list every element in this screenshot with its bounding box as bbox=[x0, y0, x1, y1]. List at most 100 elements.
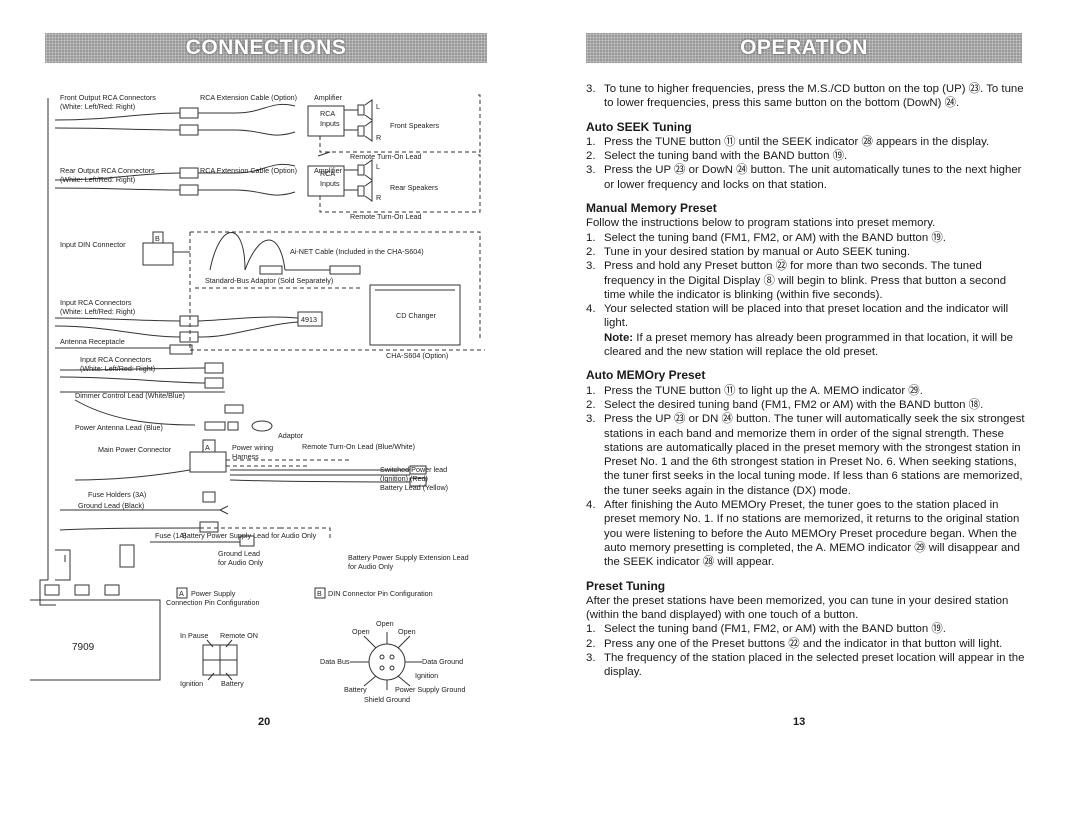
rca-ext-2-label: RCA Extension Cable (Option) bbox=[200, 166, 297, 175]
list-item: 2.Select the desired tuning band (FM1, F… bbox=[586, 398, 984, 411]
input-din-label: Input DIN Connector bbox=[60, 240, 126, 249]
input-rca-label: Input RCA Connectors bbox=[60, 298, 132, 307]
intro-item: 3. To tune to higher frequencies, press … bbox=[586, 83, 1024, 110]
list-item: 2.Select the tuning band with the BAND b… bbox=[586, 150, 848, 163]
list-item: 2.Tune in your desired station by manual… bbox=[586, 245, 911, 258]
rca-inputs-1b: Inputs bbox=[320, 119, 340, 128]
b-din-label: DIN Connector Pin Configuration bbox=[328, 589, 433, 598]
ground-lead-audio-2: for Audio Only bbox=[218, 558, 264, 567]
front-output-label: Front Output RCA Connectors bbox=[60, 93, 156, 102]
rear-output-sub: (White: Left/Red: Right) bbox=[60, 175, 135, 184]
operation-text: 3. To tune to higher frequencies, press … bbox=[586, 82, 1026, 680]
list-item: 3.The frequency of the station placed in… bbox=[586, 651, 1025, 679]
l-2: L bbox=[376, 162, 380, 171]
cd-changer-label: CD Changer bbox=[396, 311, 437, 320]
r-2: R bbox=[376, 193, 381, 202]
model-7909-label: 7909 bbox=[72, 642, 95, 653]
open-top-label: Open bbox=[376, 619, 394, 628]
ground-lead-label: Ground Lead (Black) bbox=[78, 501, 144, 510]
note-label: Note: bbox=[604, 331, 634, 344]
data-bus-label: Data Bus bbox=[320, 657, 350, 666]
rear-speakers-label: Rear Speakers bbox=[390, 183, 438, 192]
list-item: 3.Press and hold any Preset button ㉒ for… bbox=[586, 260, 1007, 301]
list-item: 1.Select the tuning band (FM1, FM2, or A… bbox=[586, 623, 946, 636]
list-item: 3.Press the UP ㉓ or DN ㉔ button. The tun… bbox=[586, 413, 1025, 497]
list-item: 2.Press any one of the Preset buttons ㉒ … bbox=[586, 637, 1003, 650]
standard-bus-label: Standard-Bus Adaptor (Sold Separately) bbox=[205, 276, 333, 285]
preset-tuning-heading: Preset Tuning bbox=[586, 578, 666, 593]
power-supply-ground-label: Power Supply Ground bbox=[395, 685, 465, 694]
open-left-label: Open bbox=[352, 627, 370, 636]
amplifier-1-label: Amplifier bbox=[314, 93, 343, 102]
wiring-diagram: Front Output RCA Connectors (White: Left… bbox=[30, 93, 485, 704]
shield-ground-label: Shield Ground bbox=[364, 695, 410, 704]
rca-ext-1-label: RCA Extension Cable (Option) bbox=[200, 93, 297, 102]
connection-pin-label: Connection Pin Configuration bbox=[166, 598, 260, 607]
battery-power-audio-label: Battery Power Supply Lead for Audio Only bbox=[182, 531, 317, 540]
input-rca-sub: (White: Left/Red: Right) bbox=[60, 307, 135, 316]
list-item: 3.Press the UP ㉓ or DowN ㉔ button. The u… bbox=[586, 164, 1022, 191]
manual-memory-intro: Follow the instructions below to program… bbox=[586, 217, 936, 230]
rca-inputs-1a: RCA bbox=[320, 109, 335, 118]
battery-lead-label: Battery Lead (Yellow) bbox=[380, 483, 448, 492]
b-din-box: B bbox=[317, 589, 322, 598]
b-box-label: B bbox=[155, 234, 160, 243]
ignition-label: Ignition bbox=[180, 679, 203, 688]
remote-turn-on-1-label: Remote Turn-On Lead bbox=[350, 152, 422, 161]
main-power-label: Main Power Connector bbox=[98, 445, 172, 454]
remote-on-label: Remote ON bbox=[220, 631, 258, 640]
ground-lead-audio-1: Ground Lead bbox=[218, 549, 260, 558]
a-power-supply-box: A bbox=[179, 589, 184, 598]
list-item: 4.After finishing the Auto MEMOry Preset… bbox=[586, 499, 1020, 569]
power-antenna-label: Power Antenna Lead (Blue) bbox=[75, 423, 163, 432]
fuse-1a-label: Fuse (1A) bbox=[155, 531, 187, 540]
input-rca-2-label: Input RCA Connectors bbox=[80, 355, 152, 364]
front-speakers-label: Front Speakers bbox=[390, 121, 440, 130]
operation-banner: OPERATION bbox=[586, 33, 1022, 63]
manual-memory-note: Note: If a preset memory has already bee… bbox=[586, 331, 1026, 360]
open-right-label: Open bbox=[398, 627, 416, 636]
battery-2-label: Battery bbox=[344, 685, 367, 694]
note-text: If a preset memory has already been prog… bbox=[604, 331, 1013, 359]
list-item: 1.Press the TUNE button ⑪ to light up th… bbox=[586, 384, 923, 397]
cha-s604-label: CHA-S604 (Option) bbox=[386, 351, 448, 360]
ai-net-label: Ai-NET Cable (Included in the CHA-S604) bbox=[290, 247, 424, 256]
antenna-label: Antenna Receptacle bbox=[60, 337, 125, 346]
in-pause-label: In Pause bbox=[180, 631, 208, 640]
head-unit-outline bbox=[39, 98, 56, 606]
fuse-holders-label: Fuse Holders (3A) bbox=[88, 490, 146, 499]
battery-ext-2: for Audio Only bbox=[348, 562, 394, 571]
harness-label: Harness bbox=[232, 452, 259, 461]
front-output-sub: (White: Left/Red: Right) bbox=[60, 102, 135, 111]
a-box-label: A bbox=[205, 443, 210, 452]
right-page-number: 13 bbox=[793, 716, 806, 728]
preset-tuning-intro: After the preset stations have been memo… bbox=[586, 594, 1009, 622]
ignition-2-label: Ignition bbox=[415, 671, 438, 680]
rca-inputs-2a: RCA bbox=[320, 169, 335, 178]
list-item: 1.Press the TUNE button ⑪ until the SEEK… bbox=[586, 135, 990, 148]
l-1: L bbox=[376, 102, 380, 111]
left-page-number: 20 bbox=[258, 716, 271, 728]
adaptor-label: Adaptor bbox=[278, 431, 304, 440]
remote-turn-on-3-label: Remote Turn-On Lead (Blue/White) bbox=[302, 442, 415, 451]
amplifier-2-label: Amplifier bbox=[314, 166, 343, 175]
list-item: 4.Your selected station will be placed i… bbox=[586, 303, 1009, 330]
data-ground-label: Data Ground bbox=[422, 657, 463, 666]
manual-memory-heading: Manual Memory Preset bbox=[586, 201, 717, 216]
battery-ext-1: Battery Power Supply Extension Lead bbox=[348, 553, 469, 562]
dimmer-label: Dimmer Control Lead (White/Blue) bbox=[75, 391, 185, 400]
list-item: 1.Select the tuning band (FM1, FM2, or A… bbox=[586, 231, 946, 244]
remote-turn-on-2-label: Remote Turn-On Lead bbox=[350, 212, 422, 221]
rear-output-label: Rear Output RCA Connectors bbox=[60, 166, 155, 175]
rca-inputs-2b: Inputs bbox=[320, 179, 340, 188]
battery-label: Battery bbox=[221, 679, 244, 688]
input-rca-2-sub: (White: Left/Red: Right) bbox=[80, 364, 155, 373]
switched-power-label: Switched Power lead bbox=[380, 465, 447, 474]
r-1: R bbox=[376, 133, 381, 142]
auto-memory-heading: Auto MEMOry Preset bbox=[586, 368, 706, 383]
ignition-red-label: (Ignition) (Red) bbox=[380, 474, 428, 483]
model-4913-label: 4913 bbox=[301, 315, 317, 324]
auto-seek-heading: Auto SEEK Tuning bbox=[586, 119, 692, 134]
power-wiring-label: Power wiring bbox=[232, 443, 273, 452]
connections-banner: CONNECTIONS bbox=[45, 33, 487, 63]
